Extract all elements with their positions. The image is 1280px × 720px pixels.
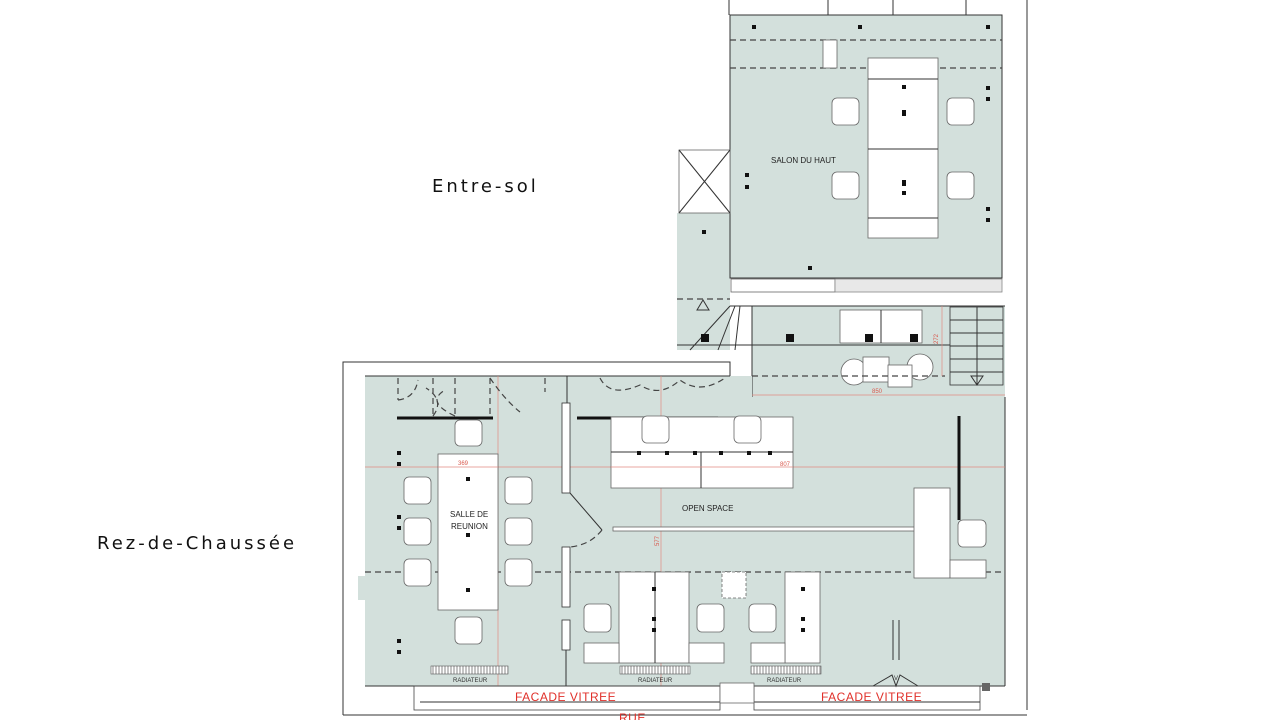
chair [957, 519, 987, 548]
cabinet [822, 39, 838, 69]
partition-wall [561, 546, 571, 608]
facade-label: FACADE VITREE [515, 690, 616, 704]
chair [403, 558, 432, 587]
dimension-label: 272 [934, 333, 940, 344]
radiator: RADIATEUR [430, 665, 509, 684]
chair [403, 476, 432, 505]
reception-desk [913, 487, 951, 579]
street-label: RUE [619, 711, 646, 720]
chair [831, 171, 860, 200]
stair-right [949, 306, 1004, 386]
level-label-rez-de-chaussee: Rez-de-Chaussée [97, 533, 298, 554]
chair [454, 419, 483, 447]
chair [403, 517, 432, 546]
svg-text:V: V [894, 676, 898, 682]
chair [583, 603, 612, 633]
dimension-label: 577 [655, 535, 661, 546]
rez-de-chaussee-floor: 572 577 SALLE DE REUNION OPEN SPACE [358, 375, 1006, 720]
chair [946, 97, 975, 126]
chair [454, 616, 483, 645]
facade-label: FACADE VITREE [821, 690, 922, 704]
coffee-table [862, 356, 890, 383]
facade: FACADE VITREE FACADE VITREE RUE [413, 682, 990, 720]
chair [641, 415, 670, 444]
stair-void-icon [678, 149, 731, 214]
chair [504, 558, 533, 587]
dimension-label: 369 [458, 461, 469, 467]
chair [504, 476, 533, 505]
dimension-label: 850 [872, 389, 883, 395]
outer-walls [342, 0, 1028, 716]
svg-text:RADIATEUR: RADIATEUR [638, 678, 673, 684]
chair [748, 603, 777, 633]
outlets [702, 25, 990, 270]
svg-text:RADIATEUR: RADIATEUR [453, 678, 488, 684]
dimension-label: 807 [780, 462, 791, 468]
radiator: RADIATEUR [750, 665, 822, 684]
room-label-salon-du-haut: SALON DU HAUT [771, 156, 836, 165]
chair [831, 97, 860, 126]
outlets [397, 451, 805, 654]
chair [504, 517, 533, 546]
partition-wall [561, 402, 571, 494]
radiator: RADIATEUR [619, 665, 691, 684]
partition-wall [561, 619, 571, 651]
room-label-open-space: OPEN SPACE [682, 504, 733, 513]
bin [721, 571, 747, 599]
svg-text:RADIATEUR: RADIATEUR [767, 678, 802, 684]
chair [946, 171, 975, 200]
chair [733, 415, 762, 444]
entre-sol-floor: SALON DU HAUT [677, 14, 1005, 397]
chair [696, 603, 725, 633]
room-label-salle-de: SALLE DE [450, 510, 488, 519]
room-label-reunion: REUNION [451, 522, 488, 531]
level-label-entre-sol: Entre-sol [432, 176, 539, 197]
shelf [612, 526, 941, 532]
